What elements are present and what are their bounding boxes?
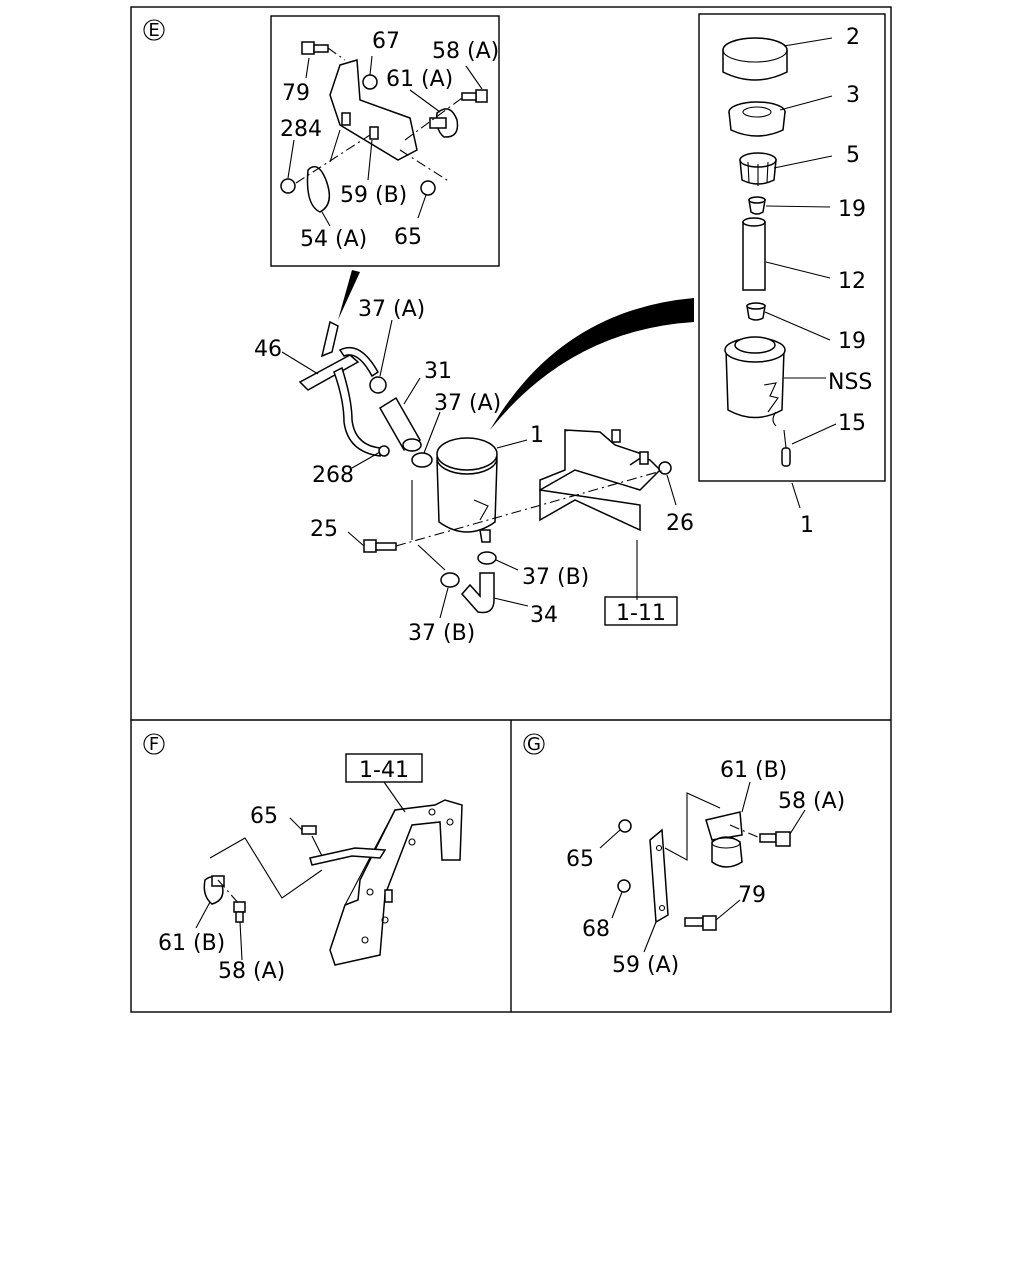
- label-31: 31: [424, 359, 452, 384]
- label-58a-f: 58 (A): [218, 959, 285, 984]
- label-19-bottom: 19: [838, 329, 866, 354]
- label-37a-top: 37 (A): [358, 297, 425, 322]
- label-12: 12: [838, 269, 866, 294]
- label-34: 34: [530, 603, 558, 628]
- label-5: 5: [846, 143, 860, 168]
- label-59a: 59 (A): [612, 953, 679, 978]
- label-54a: 54 (A): [300, 227, 367, 252]
- label-15: 15: [838, 411, 866, 436]
- label-1-main: 1: [530, 423, 544, 448]
- diagram-frame: [130, 6, 892, 1013]
- label-37b-right: 37 (B): [522, 565, 589, 590]
- label-68: 68: [582, 917, 610, 942]
- label-61a: 61 (A): [386, 67, 453, 92]
- label-19-top: 19: [838, 197, 866, 222]
- ref-box-1-41-frame: [345, 753, 423, 783]
- label-58a-g: 58 (A): [778, 789, 845, 814]
- label-61b-g: 61 (B): [720, 758, 787, 783]
- label-26: 26: [666, 511, 694, 536]
- bracket-detail-inset: 79 67 58 (A) 61 (A) 284 59 (B) 65 54 (A): [270, 15, 500, 320]
- label-79-g: 79: [738, 883, 766, 908]
- section-f-marker-circle: [143, 733, 165, 755]
- section-f-marker: F: [149, 734, 159, 755]
- label-59b: 59 (B): [340, 183, 407, 208]
- section-g-marker: G: [527, 734, 541, 755]
- label-284: 284: [280, 117, 322, 142]
- label-65-f: 65: [250, 804, 278, 829]
- label-1-inset: 1: [800, 513, 814, 538]
- main-assembly: 37 (A) 46 31 37 (A) 1 268 25 26 37 (B) 3…: [254, 297, 694, 646]
- section-e: E: [143, 13, 886, 646]
- section-e-marker-circle: [143, 19, 165, 41]
- label-268: 268: [312, 463, 354, 488]
- label-nss: NSS: [828, 370, 872, 395]
- label-65-g: 65: [566, 847, 594, 872]
- section-g-marker-circle: [523, 733, 545, 755]
- label-46: 46: [254, 337, 282, 362]
- label-67: 67: [372, 29, 400, 54]
- ref-box-1-41: 1-41: [359, 758, 409, 783]
- ref-box-1-11: 1-11: [616, 601, 666, 626]
- section-g: G 61 (B) 58 (A): [523, 733, 845, 978]
- label-58a-inset: 58 (A): [432, 39, 499, 64]
- label-61b-f: 61 (B): [158, 931, 225, 956]
- label-65-inset: 65: [394, 225, 422, 250]
- ref-box-1-11-frame: [604, 596, 678, 626]
- reservoir-exploded-inset: 2 3 5 19 12 19 NSS 15 1: [490, 13, 886, 538]
- label-79-inset: 79: [282, 81, 310, 106]
- label-37a-lower: 37 (A): [434, 391, 501, 416]
- label-2: 2: [846, 25, 860, 50]
- label-37b-left: 37 (B): [408, 621, 475, 646]
- label-3: 3: [846, 83, 860, 108]
- label-25: 25: [310, 517, 338, 542]
- section-e-marker: E: [148, 20, 159, 41]
- section-f: F 65 61 (B) 58 (A): [143, 733, 463, 984]
